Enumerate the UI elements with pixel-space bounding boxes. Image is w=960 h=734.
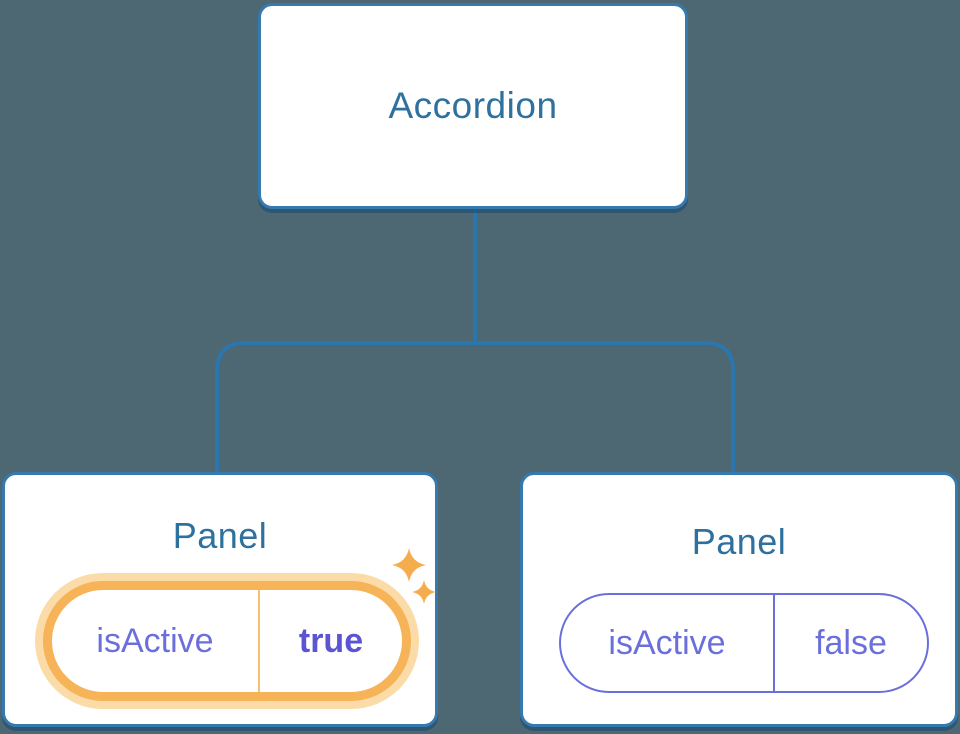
- panel-inactive-label: Panel: [691, 521, 787, 562]
- sparkle-large: [392, 548, 426, 582]
- accordion-label: Accordion: [388, 85, 558, 126]
- prop-name: isActive: [608, 623, 726, 662]
- node-panel-active: Panel isActive true: [2, 472, 438, 727]
- prop-pill-active: isActive true: [43, 581, 411, 701]
- node-accordion: Accordion: [258, 3, 688, 209]
- prop-name: isActive: [96, 621, 214, 660]
- prop-pill-inactive: isActive false: [559, 593, 929, 693]
- pill-divider: [773, 595, 775, 691]
- sparkle-small: [412, 580, 436, 604]
- panel-active-label: Panel: [172, 515, 268, 556]
- pill-divider: [258, 590, 260, 692]
- prop-value: true: [298, 621, 364, 660]
- sparkles-icon: [392, 548, 436, 604]
- prop-value: false: [815, 623, 887, 662]
- branch-connector-line: [215, 341, 735, 472]
- node-panel-inactive: Panel isActive false: [520, 472, 958, 727]
